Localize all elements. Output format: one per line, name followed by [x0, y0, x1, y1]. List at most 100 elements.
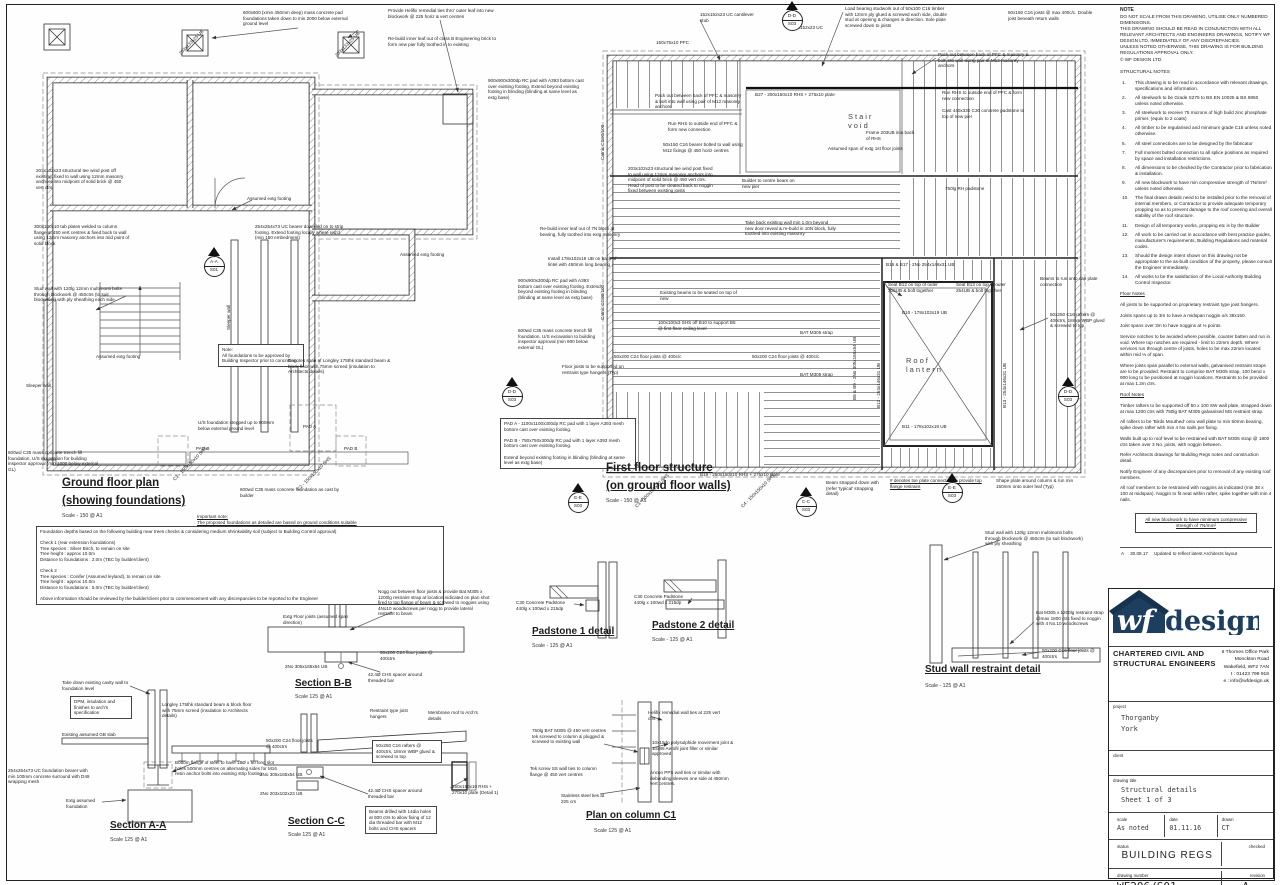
note-body: DO NOT SCALE FROM THIS DRAWING, UTILISE …: [1120, 14, 1271, 62]
gf-pad-a-label: PAD A: [303, 424, 317, 429]
ff-b10-label: B10 - 178x102x19 UB: [902, 310, 947, 315]
ff-subtitle: (on ground floor walls): [606, 480, 731, 492]
floor-notes-list: All joists to be supported on proprietar…: [1120, 302, 1272, 386]
c1-movement-joint-note: 10x15dp polysulphide movement joint & 10…: [652, 740, 734, 757]
mc-install-ub-note: Install 178x102x19 UB on back of lintel …: [548, 256, 617, 267]
aa-scale: Scale 125 @ A1: [110, 837, 148, 843]
roof-notes-list: Timber rafters to be supported off 50 x …: [1120, 403, 1272, 504]
roof-note-para: Timber rafters to be supported off 50 x …: [1120, 402, 1272, 414]
structural-note-item: 4.All timber to be regularised and minim…: [1122, 125, 1272, 137]
title-block: wf design CHARTERED CIVIL AND STRUCTURAL…: [1108, 588, 1274, 885]
scale-date-drawn-row: scale As noted date 01.11.16 drawn CT: [1109, 812, 1273, 839]
aa-bearer-note: 254x254x73 UC foundation bearer with min…: [8, 768, 90, 785]
sw-scale: Scale - 125 @ A1: [925, 683, 966, 689]
aa-title: Section A-A: [110, 820, 167, 831]
floor-note-para: Joist spans over 3m to have noggins at ⅓…: [1120, 323, 1222, 329]
ff-rhs-note: Run RHS to outside end of PFC & form new…: [668, 121, 738, 132]
structural-note-item: 8.All dimensions to be checked by the Co…: [1122, 164, 1272, 176]
gf-rc-pad-note: 900x900x300dp RC pad with A393 bottom ca…: [488, 78, 584, 100]
roof-note-para: Refer Architects drawings for Building R…: [1120, 452, 1259, 464]
mc-rc-pad-note: 900x900x300dp RC pad with A393 bottom ca…: [518, 278, 601, 300]
gf-rebuild-pier-note: Re-build inner leaf out of class B Engin…: [388, 36, 497, 47]
gf-us-foundation-note: U/S foundation stepped up to 900mm below…: [198, 420, 275, 431]
structural-note-item: 12.All work to be carried out in accorda…: [1122, 231, 1272, 249]
gf-tree-check-box: Foundation depths based on the following…: [36, 526, 444, 605]
section-marker-arrow-icon: [800, 487, 812, 496]
gf-scale: Scale - 150 @ A1: [62, 513, 103, 519]
cc-beam-label: 2No 305x165x54 UB: [260, 772, 303, 777]
gf-uc-bearer-note: 254x254x73 UC bearer dowelled on to stri…: [255, 224, 344, 241]
ff-uc-label: 152x152x23 UC: [790, 25, 823, 30]
floor-note-para: All joists to be supported on proprietar…: [1120, 302, 1259, 308]
firm-address: 6 Thornes Office Park Monckton Road Wake…: [1221, 650, 1269, 685]
ff-b16-b17-label: B16 & B17 - 2No 254x146x31 UB: [886, 262, 955, 267]
padstone-details-linework: [549, 559, 727, 639]
cc-title: Section C-C: [288, 816, 345, 827]
ff-padstone-pier-note: Cast 440x330 C30 concrete padstone to to…: [942, 108, 1025, 119]
bb-extg-joists-label: Extg Floor joists (assumed span directio…: [283, 614, 349, 625]
c1-tek-screw-note: Tek screw SS wall ties to column flange …: [530, 766, 597, 777]
aa-longley-note: Longley 175thk standard beam & block flo…: [162, 702, 252, 719]
floor-note-para: Where joists span parallel to external w…: [1120, 362, 1268, 386]
ff-joists-note: 50x150 C16 joists @ max 400c/c. Double j…: [1008, 10, 1093, 21]
ff-centre-beam-note: Builder to centre beam on new pier: [742, 178, 795, 189]
ff-strap-label: BAT M305 strap: [800, 330, 833, 335]
structural-note-item: 14.All works to be the satisfaction of t…: [1122, 274, 1262, 286]
drawing-number-row: drawing number WF206/S01 revision A: [1109, 868, 1273, 885]
structural-note-item: 5.All steel connections are to be design…: [1122, 140, 1253, 146]
structural-note-item: 9.All new blockwork to have min compress…: [1122, 180, 1267, 192]
gf-studwall-note: Stud wall with 120lg 12mm multimonti bol…: [34, 286, 122, 303]
c1-title: Plan on column C1: [586, 810, 677, 821]
aa-slab-label: Existing assumed GB slab: [62, 732, 116, 737]
ff-rhs-note-2: Run RHS to outside end of PFC & form new…: [942, 90, 1022, 101]
gf-windpost-note: 203x102x23 structural tee wind post off …: [36, 168, 124, 190]
drawing-title-label: drawing title: [1113, 778, 1137, 783]
ff-cantilever-stub: 152x152x23 UC cantilever stub: [700, 12, 754, 23]
p2-title: Padstone 2 detail: [652, 620, 735, 631]
gf-assumed-footing: Assumed extg footing: [247, 196, 292, 201]
logo-row: wf design: [1109, 589, 1273, 646]
sw-studwall-note: Stud wall with 120lg 12mm multimonti bol…: [985, 530, 1083, 547]
bb-beam-label: 2No 305x165x54 UB: [285, 664, 328, 669]
ff-packout-note-2: Pack out between back of PFC & masonry &…: [938, 52, 1029, 69]
ff-seat-b12-note: Seat B12 on top of outer 305UB & bolt to…: [888, 282, 938, 293]
ff-studwork-note: Load bearing studwork out of 50x100 C16 …: [845, 6, 947, 28]
gf-subtitle: (showing foundations): [62, 495, 186, 507]
cc-membrane-label: Membrane roof to Arch's details: [428, 710, 478, 721]
revision-label: revision: [1249, 873, 1265, 878]
drawing-title-value: Structural details Sheet 1 of 3: [1121, 786, 1197, 805]
ff-b11-label: B11 - 178x102x19 UB: [902, 424, 947, 429]
svg-text:wf: wf: [1117, 604, 1158, 635]
aa-flange-note: Bottom flange of steel to have 18Ø x 50 …: [175, 760, 277, 777]
structural-notes-list: 1.This drawing is to be read in accordan…: [1120, 80, 1272, 287]
svg-text:design: design: [1165, 606, 1259, 635]
gf-tab-plates-note: 300x100x10 tab plates welded to column f…: [34, 224, 130, 246]
c1-helifix-label: Helifix remedial wall ties at 225 vert c…: [648, 710, 720, 721]
floor-note-para: Joists spans up to 3m to have a midspan …: [1120, 312, 1246, 318]
section-marker-arrow-icon: [946, 473, 958, 482]
ff-roof-lantern: Roof lantern: [906, 356, 943, 375]
ff-existing-beams-note: Existing beams to be seated on top of ne…: [660, 290, 737, 301]
ff-windpost-note: 203x102x23 structural tee wind post fixe…: [628, 166, 713, 194]
ff-bearer-note: 50x150 C16 bearer bolted to wall using M…: [663, 142, 743, 153]
mc-rebuild-leaf-note: Re-build inner leaf out of 7N block at b…: [540, 226, 621, 237]
drawn-value: CT: [1221, 824, 1230, 832]
ff-b27-label: B27 - 200x150x10 RHS + 275x10 plate: [755, 92, 835, 97]
first-floor-plan: [602, 11, 1086, 478]
note-title: NOTE: [1120, 7, 1134, 13]
cc-drilled-box: Beams drilled with 14dia holes at 600 ct…: [365, 806, 437, 835]
date-value: 01.11.16: [1169, 824, 1202, 832]
section-marker-arrow-icon: [1062, 377, 1074, 386]
project-label: project: [1113, 704, 1127, 709]
section-marker-arrow-icon: [572, 483, 584, 492]
cc-beam-label-2: 2No 203x102x23 UB: [260, 791, 303, 796]
revision-history-text: Updated to reflect latest Architects lay…: [1153, 551, 1238, 557]
firm-row: CHARTERED CIVIL AND STRUCTURAL ENGINEERS…: [1109, 646, 1273, 701]
revision-history-date: 30.08.17: [1130, 551, 1148, 557]
ground-floor-plan: [42, 19, 478, 476]
cc-rhs-label: 250x150x10 RHS + 270x10 plate (Detail 1): [452, 784, 499, 795]
